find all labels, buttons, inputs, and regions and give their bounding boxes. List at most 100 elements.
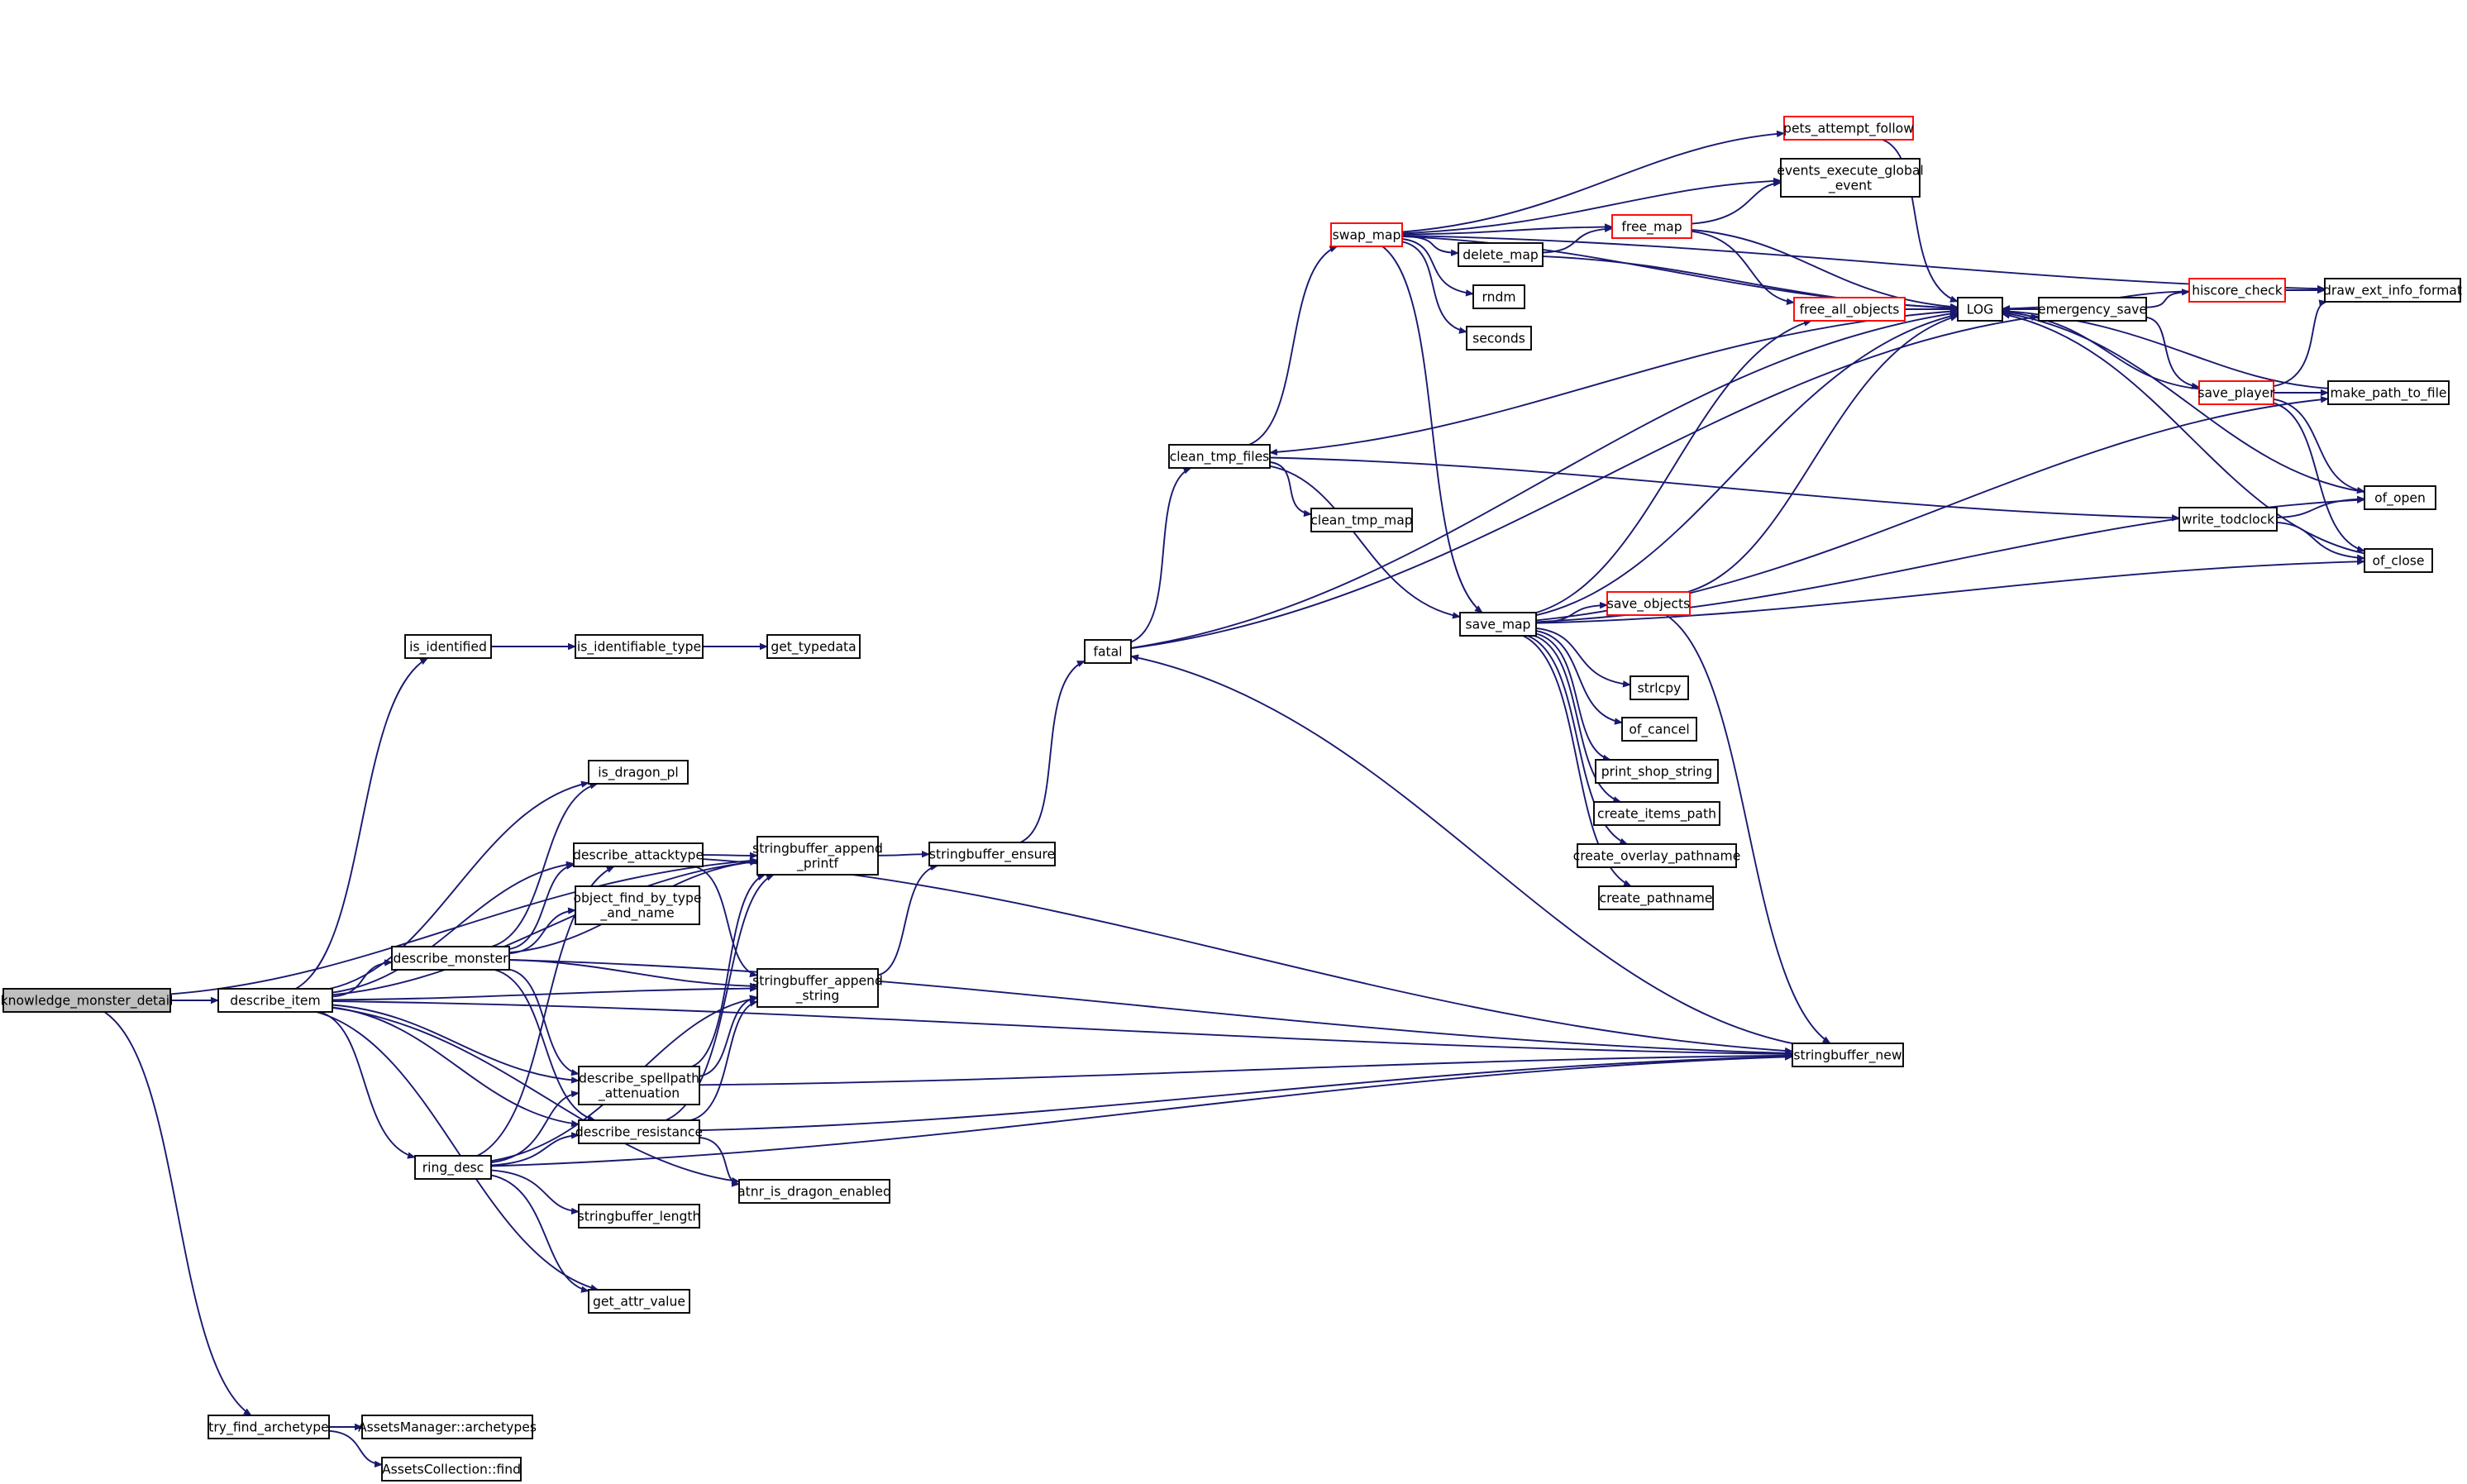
node-create-overlay-pathname[interactable]: create_overlay_pathname	[1573, 843, 1741, 868]
edge-describe-resistance-to-stringbuffer-append-string	[690, 1000, 758, 1121]
node-atnr-is-dragon-enabled[interactable]: atnr_is_dragon_enabled	[737, 1179, 891, 1204]
node-emergency-save[interactable]: emergency_save	[2038, 297, 2147, 322]
node-box	[573, 842, 704, 867]
node-box	[1793, 297, 1906, 322]
node-of-open[interactable]: of_open	[2364, 485, 2436, 510]
node-is-identified[interactable]: is_identified	[404, 634, 492, 659]
node-get-typedata[interactable]: get_typedata	[766, 634, 861, 659]
node-describe-attacktype[interactable]: describe_attacktype	[573, 842, 704, 867]
edge-describe-resistance-to-atnr-is-dragon-enabled	[699, 1136, 740, 1187]
node-strlcpy[interactable]: strlcpy	[1630, 675, 1689, 700]
edge-describe-monster-to-describe-spellpath-attenuation	[508, 968, 580, 1076]
node-try-find-archetype[interactable]: try_find_archetype	[208, 1415, 330, 1439]
edge-delete-map-to-free-map	[1542, 225, 1613, 254]
node-clean-tmp-map[interactable]: clean_tmp_map	[1310, 508, 1413, 532]
edge-clean-tmp-files-to-save-map	[1269, 465, 1461, 619]
edge-save-objects-to-stringbuffer-new	[1665, 614, 1831, 1044]
node-assetscollection-find[interactable]: AssetsCollection::find	[381, 1457, 522, 1482]
edge-stringbuffer-append-string-to-stringbuffer-ensure	[877, 863, 939, 976]
edge-try-find-archetype-to-assetscollection-find	[328, 1429, 383, 1468]
node-knowledge-monster-detail[interactable]: knowledge_monster_detail	[1, 988, 174, 1013]
node-of-cancel[interactable]: of_cancel	[1621, 717, 1697, 742]
node-rndm[interactable]: rndm	[1472, 284, 1525, 309]
node-save-objects[interactable]: save_objects	[1606, 591, 1691, 616]
node-label: atnr_is_dragon_enabled	[737, 1185, 891, 1200]
node-draw-ext-info-format[interactable]: draw_ext_info_format	[2323, 278, 2462, 303]
node-box	[1792, 1043, 1904, 1067]
node-box	[578, 1119, 700, 1144]
edge-save-player-to-of-close	[2273, 402, 2365, 553]
node-label: seconds	[1472, 332, 1525, 346]
node-box	[1458, 242, 1544, 267]
node-seconds[interactable]: seconds	[1466, 326, 1532, 351]
node-box	[2198, 380, 2274, 405]
node-describe-resistance[interactable]: describe_resistance	[575, 1119, 703, 1144]
node-box	[1330, 222, 1403, 247]
node-pets-attempt-follow[interactable]: pets_attempt_follow	[1783, 116, 1914, 141]
node-hiscore-check[interactable]: hiscore_check	[2188, 278, 2286, 303]
node-stringbuffer-append-string[interactable]: stringbuffer_append_string	[752, 968, 883, 1008]
edge-describe-attacktype-to-stringbuffer-new	[702, 858, 1793, 1055]
node-object-find-by-type-and-name[interactable]: object_find_by_type_and_name	[573, 885, 702, 925]
edge-emergency-save-to-save-player	[2145, 316, 2200, 390]
node-label: fatal	[1093, 645, 1122, 660]
node-print-shop-string[interactable]: print_shop_string	[1595, 759, 1719, 784]
edge-describe-item-to-stringbuffer-append-printf	[332, 858, 758, 996]
edge-ring-desc-to-describe-spellpath-attenuation	[490, 1090, 580, 1164]
node-create-items-path[interactable]: create_items_path	[1593, 801, 1720, 826]
edge-save-map-to-log	[1535, 313, 1959, 617]
node-clean-tmp-files[interactable]: clean_tmp_files	[1168, 444, 1271, 469]
edge-stringbuffer-append-printf-to-stringbuffer-ensure	[877, 851, 930, 858]
node-free-all-objects[interactable]: free_all_objects	[1793, 297, 1906, 322]
edge-fatal-to-emergency-save	[1130, 313, 2040, 650]
node-box	[217, 988, 333, 1013]
node-delete-map[interactable]: delete_map	[1458, 242, 1544, 267]
node-of-close[interactable]: of_close	[2364, 548, 2433, 573]
node-label: AssetsManager::archetypes	[358, 1420, 537, 1435]
node-create-pathname[interactable]: create_pathname	[1598, 885, 1714, 910]
edge-swap-map-to-save-map	[1381, 246, 1483, 613]
node-make-path-to-file[interactable]: make_path_to_file	[2327, 380, 2450, 405]
node-is-dragon-pl[interactable]: is_dragon_pl	[588, 760, 689, 785]
node-describe-item[interactable]: describe_item	[217, 988, 333, 1013]
node-describe-monster[interactable]: describe_monster	[391, 946, 510, 971]
node-stringbuffer-length[interactable]: stringbuffer_length	[578, 1204, 701, 1229]
node-is-identifiable-type[interactable]: is_identifiable_type	[575, 634, 704, 659]
edge-swap-map-to-draw-ext-info-format	[1401, 234, 2326, 293]
edge-swap-map-to-free-map	[1401, 223, 1613, 236]
node-box	[578, 1066, 700, 1105]
node-swap-map[interactable]: swap_map	[1330, 222, 1403, 247]
node-write-todclock[interactable]: write_todclock	[2178, 507, 2278, 532]
node-stringbuffer-append-printf[interactable]: stringbuffer_append_printf	[752, 836, 883, 876]
edge-swap-map-to-seconds	[1401, 241, 1467, 334]
node-save-player[interactable]: save_player	[2197, 380, 2275, 405]
node-box	[2364, 485, 2436, 510]
node-save-map[interactable]: save_map	[1459, 612, 1537, 637]
node-stringbuffer-ensure[interactable]: stringbuffer_ensure	[928, 842, 1056, 866]
node-label: stringbuffer_new	[1793, 1048, 1902, 1064]
node-fatal[interactable]: fatal	[1084, 639, 1132, 664]
node-ring-desc[interactable]: ring_desc	[414, 1155, 492, 1180]
edge-save-map-to-create-items-path	[1534, 635, 1622, 804]
edge-save-map-to-of-cancel	[1535, 630, 1623, 725]
node-label: stringbuffer_ensure	[929, 847, 1055, 863]
node-box	[2188, 278, 2286, 303]
node-box	[578, 1204, 700, 1229]
node-describe-spellpath-attenuation[interactable]: describe_spellpath_attenuation	[578, 1066, 700, 1105]
node-stringbuffer-new[interactable]: stringbuffer_new	[1792, 1043, 1904, 1067]
node-box	[414, 1155, 492, 1180]
node-assetsmanager-archetypes[interactable]: AssetsManager::archetypes	[358, 1415, 537, 1439]
node-label: of_open	[2374, 491, 2426, 507]
node-box	[1593, 801, 1720, 826]
node-events-execute-global-event[interactable]: events_execute_global_event	[1777, 158, 1924, 198]
node-log[interactable]: LOG	[1957, 297, 2003, 322]
node-free-map[interactable]: free_map	[1611, 214, 1692, 239]
node-label: pets_attempt_follow	[1783, 122, 1914, 137]
edge-describe-monster-to-describe-attacktype	[508, 862, 575, 950]
node-box	[2327, 380, 2450, 405]
edge-describe-item-to-stringbuffer-append-string	[332, 985, 758, 1001]
edge-swap-map-to-pets-attempt-follow	[1401, 130, 1785, 233]
node-get-attr-value[interactable]: get_attr_value	[588, 1289, 690, 1314]
edge-free-map-to-log	[1691, 229, 1959, 311]
edge-describe-item-to-atnr-is-dragon-enabled	[332, 1006, 740, 1185]
